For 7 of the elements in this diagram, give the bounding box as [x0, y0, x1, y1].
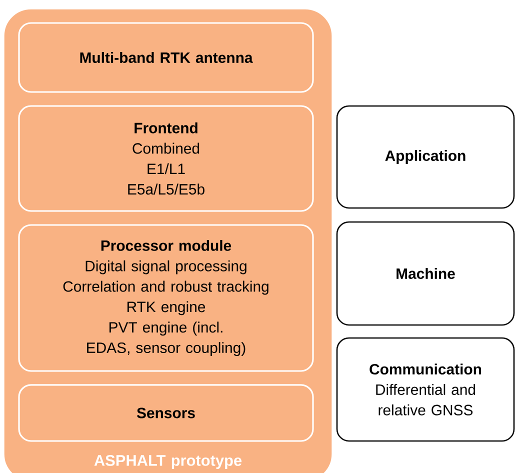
- component-box: Frontend Combined E1/L1 E5a/L5/E5b: [18, 105, 314, 212]
- system-box: Machine: [336, 221, 515, 326]
- system-box: Application: [336, 105, 515, 209]
- component-box: Sensors: [18, 384, 314, 442]
- system-box: Communication Differential and relative GNSS: [336, 337, 515, 442]
- component-box: Multi-band RTK antenna: [18, 22, 314, 93]
- component-box: Processor module Digital signal processing Correlation and robust tracking RTK engine PVT engine (incl. EDAS, sensor coupling): [18, 224, 314, 372]
